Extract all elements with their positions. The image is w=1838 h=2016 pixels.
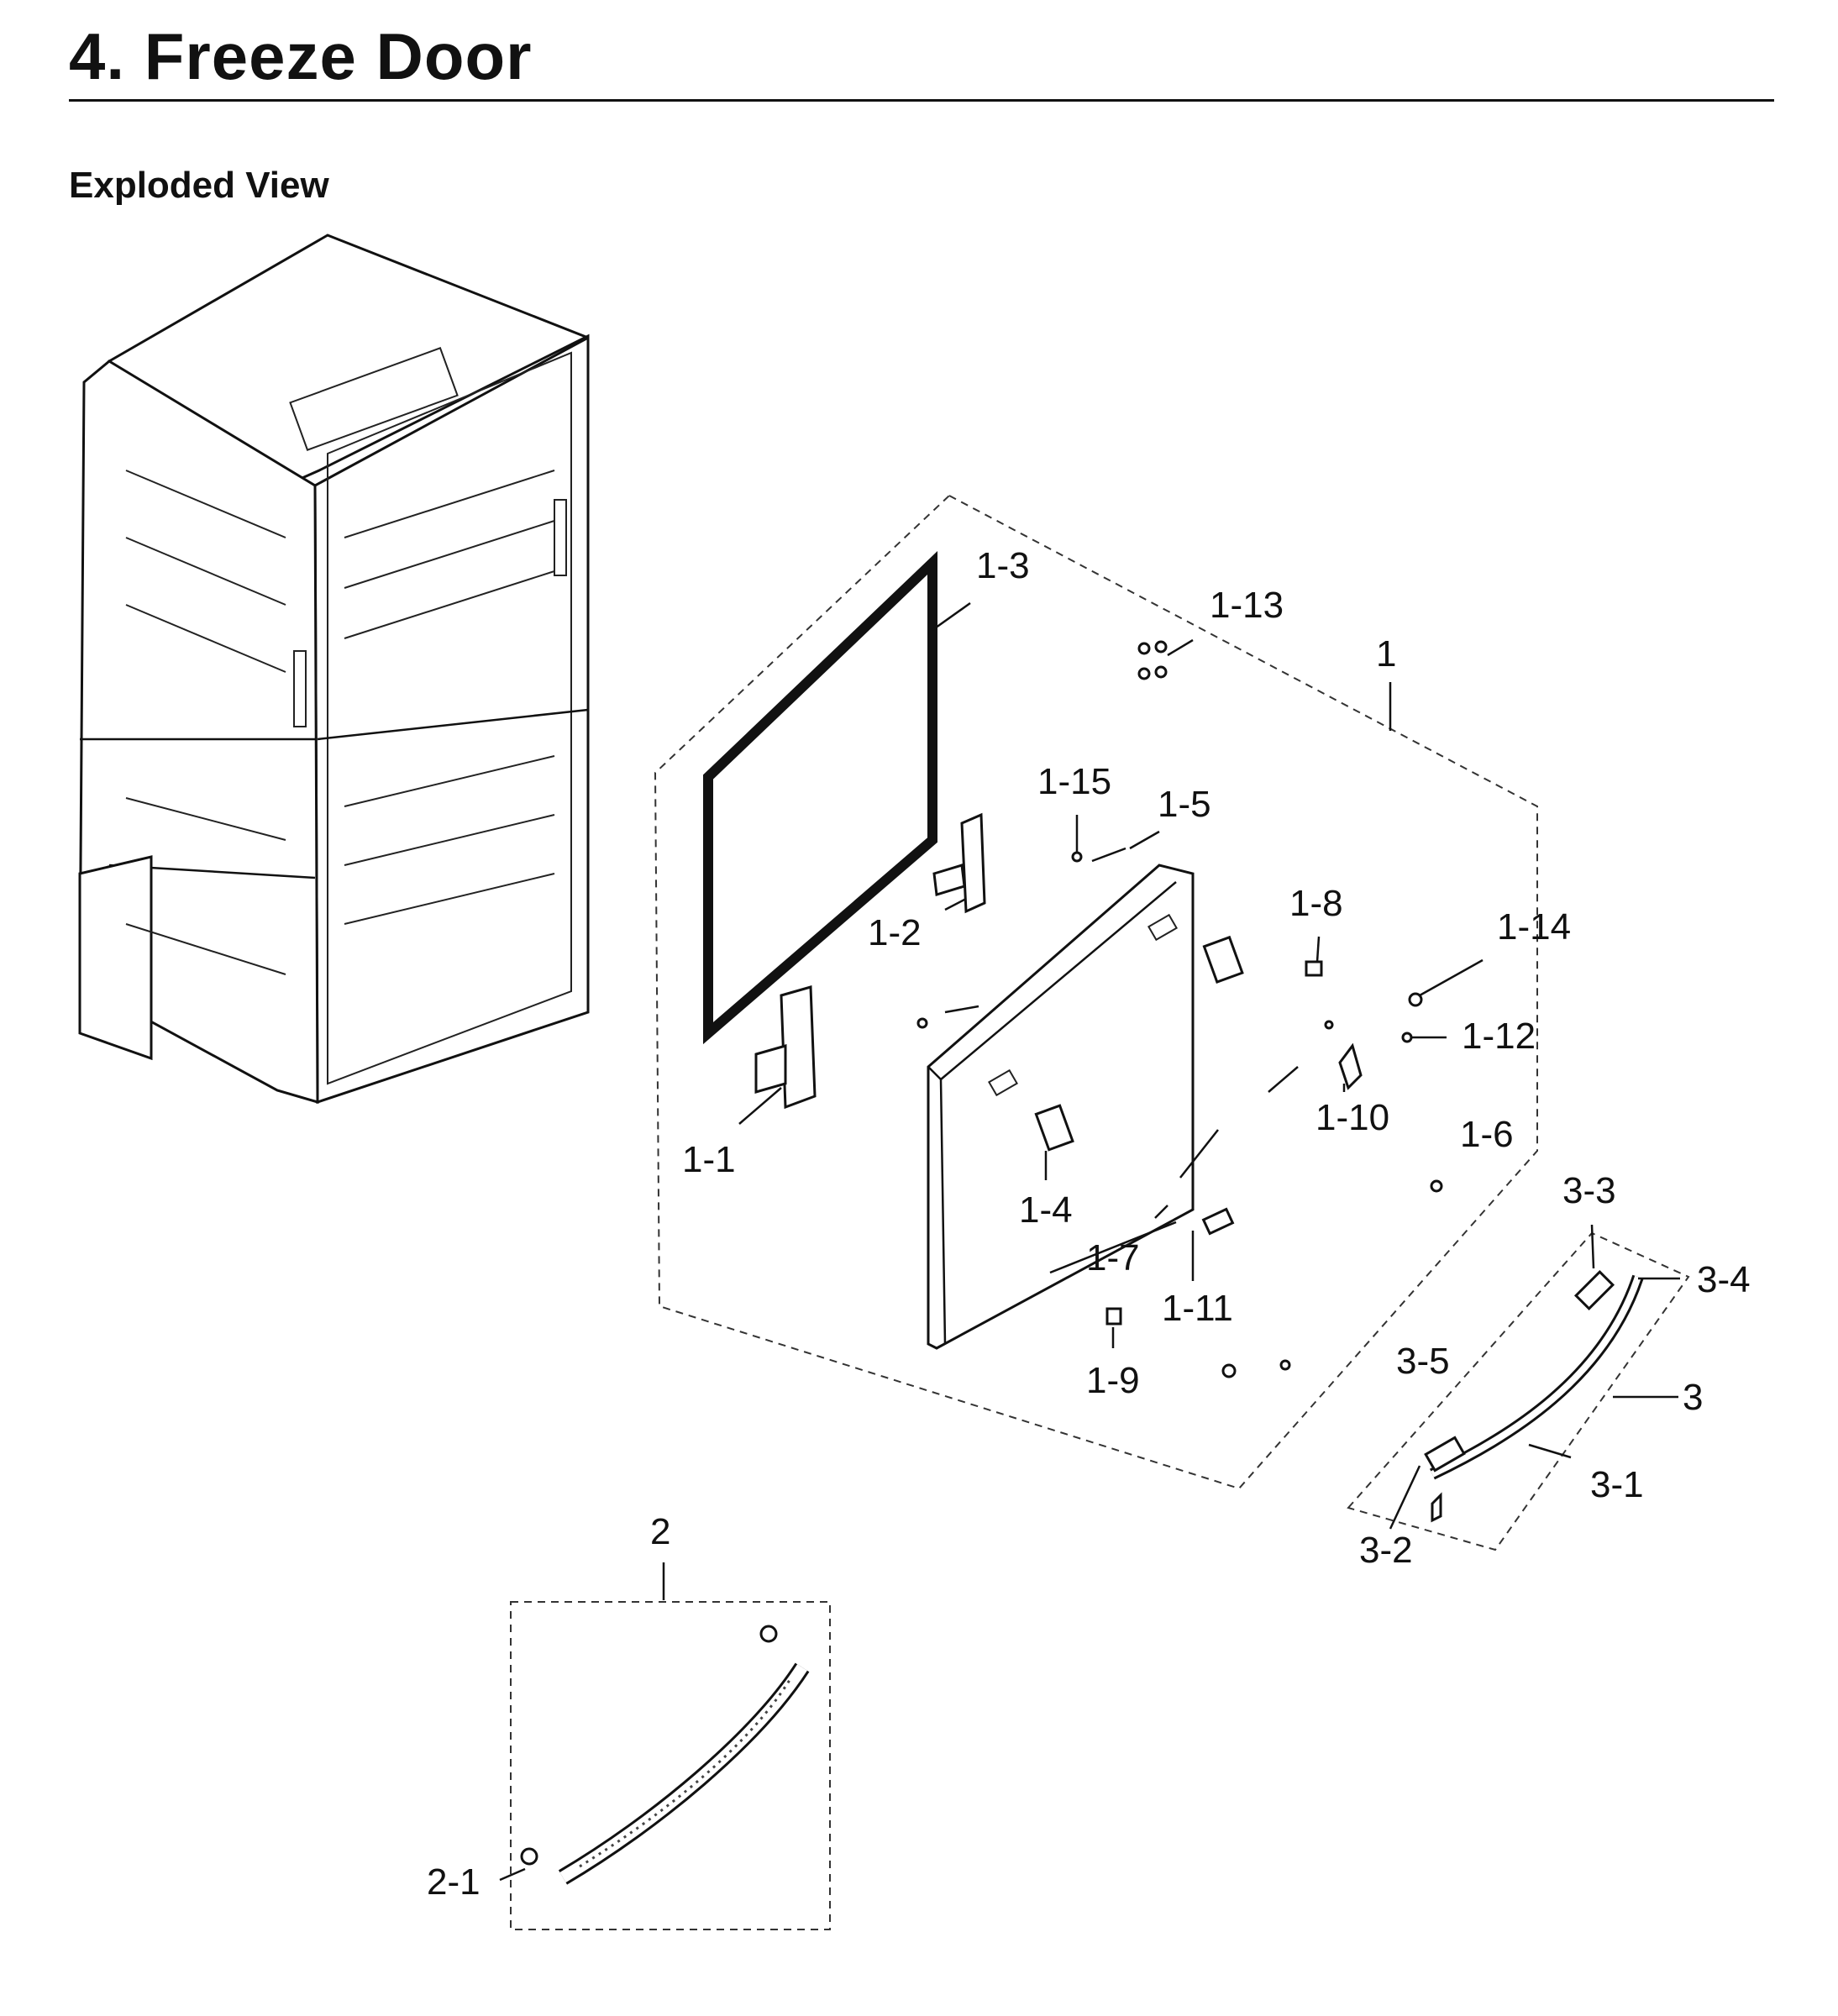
callout-3-2: 3-2	[1359, 1530, 1413, 1571]
callout-1-6: 1-6	[1460, 1114, 1514, 1155]
callout-3-1: 3-1	[1590, 1464, 1644, 1505]
callout-1-12: 1-12	[1462, 1016, 1536, 1057]
callout-1-5: 1-5	[1158, 784, 1211, 825]
callout-1-14: 1-14	[1497, 906, 1571, 948]
callout-1-10: 1-10	[1315, 1097, 1389, 1138]
callout-1-11: 1-11	[1162, 1288, 1233, 1329]
leader-lines	[499, 601, 1680, 1882]
assembly-3-boundary	[1347, 1231, 1690, 1551]
callout-1-4: 1-4	[1019, 1189, 1073, 1231]
callout-3: 3	[1683, 1377, 1703, 1418]
callout-2-1: 2-1	[427, 1861, 481, 1903]
door-trim-bar	[520, 1625, 810, 1885]
upper-hinge-bracket	[932, 812, 986, 914]
callout-1-13: 1-13	[1210, 585, 1284, 626]
door-gasket	[703, 550, 937, 1045]
callout-1-3: 1-3	[976, 545, 1030, 586]
callout-1-9: 1-9	[1086, 1360, 1140, 1401]
page-title: 4. Freeze Door	[69, 19, 533, 93]
callout-1-15: 1-15	[1037, 761, 1111, 802]
callout-2: 2	[650, 1511, 670, 1552]
title-rule	[69, 99, 1774, 102]
screw-set	[1137, 640, 1168, 680]
callout-3-3: 3-3	[1562, 1170, 1616, 1211]
assembly-2-boundary	[510, 1601, 831, 1930]
callout-1-7: 1-7	[1086, 1237, 1140, 1278]
callout-3-5: 3-5	[1396, 1341, 1450, 1382]
refrigerator-cabinet	[78, 234, 590, 1105]
callout-3-4: 3-4	[1697, 1259, 1751, 1300]
door-handle	[1424, 1269, 1644, 1523]
callout-1: 1	[1376, 633, 1396, 675]
callout-1-8: 1-8	[1289, 883, 1343, 924]
callout-1-1: 1-1	[682, 1139, 736, 1180]
assembly-1-boundary	[654, 494, 1538, 1490]
callout-1-2: 1-2	[868, 912, 922, 953]
section-heading: Exploded View	[69, 165, 329, 206]
hardware-parts	[916, 640, 1443, 1378]
lower-hinge-bracket	[754, 985, 817, 1110]
